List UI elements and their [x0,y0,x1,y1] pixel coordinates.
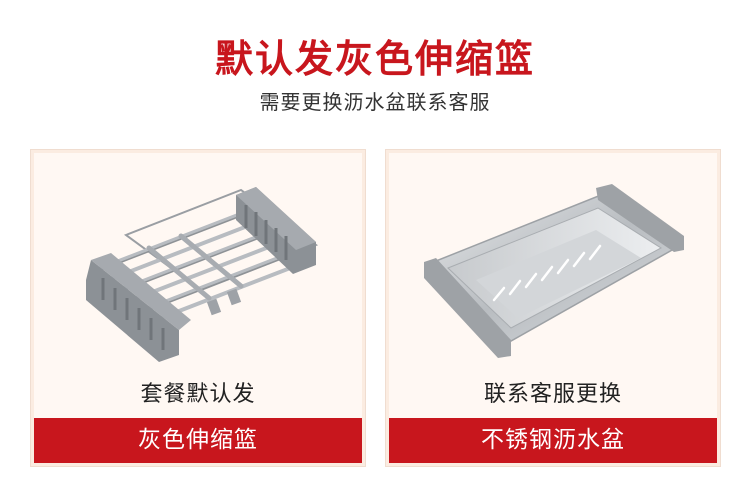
card-banner-gray-basket: 灰色伸缩篮 [34,418,362,463]
product-card-gray-basket[interactable]: 套餐默认发 灰色伸缩篮 [30,149,366,467]
gray-extendable-drain-basket-icon [86,187,319,362]
stainless-steel-drain-tray-icon [424,184,684,358]
page-title: 默认发灰色伸缩篮 [214,37,535,81]
product-card-steel-tray[interactable]: 联系客服更换 不锈钢沥水盆 [385,149,721,467]
card-banner-steel-tray: 不锈钢沥水盆 [389,418,717,463]
card-label-default: 套餐默认发 [140,382,256,407]
card-label-contact: 联系客服更换 [483,382,622,407]
page-subtitle: 需要更换沥水盆联系客服 [259,90,491,114]
